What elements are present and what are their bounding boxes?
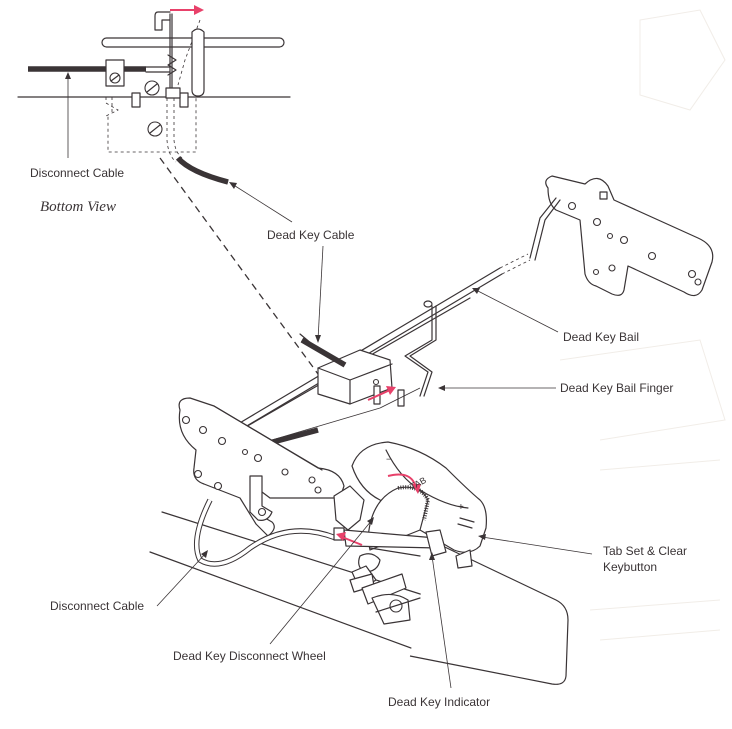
label-tab-set-clear-line1: Tab Set & Clear [603, 544, 688, 558]
leader-dead-key-bail [475, 289, 559, 333]
leader-dead-key-cable-main [317, 245, 324, 341]
inset-u-link [191, 28, 205, 97]
cable-motion-arrow [341, 536, 363, 546]
label-dead-key-disconnect-wheel: Dead Key Disconnect Wheel [173, 649, 326, 663]
label-tab-set-clear-line2: Keybutton [603, 560, 658, 574]
projection-line [159, 157, 319, 375]
leader-dead-key-cable-inset [231, 183, 293, 223]
disconnect-cable-main [193, 498, 338, 567]
label-dead-key-bail: Dead Key Bail [563, 330, 640, 344]
leader-dead-key-indicator [431, 555, 452, 689]
keybutton-plus-mark: + [458, 502, 464, 513]
keybutton-minus-mark: − [386, 454, 391, 464]
dead-key-bail-finger [404, 300, 437, 397]
label-dead-key-bail-finger: Dead Key Bail Finger [560, 381, 674, 395]
inset-title: Bottom View [40, 199, 116, 215]
base-lever [149, 511, 569, 685]
inset-dead-key-cable [175, 156, 229, 185]
label-dead-key-cable: Dead Key Cable [267, 228, 355, 242]
leader-tab-set-clear [481, 536, 593, 555]
switch-motion-arrow [367, 389, 391, 401]
leader-lines [65, 72, 593, 689]
leader-disconnect-wheel [269, 519, 373, 645]
switch-block [317, 349, 405, 407]
inset-hidden-bracket [105, 97, 197, 153]
leader-disconnect-cable-bottom [156, 552, 207, 607]
paper-bleed-through [559, 9, 726, 641]
label-disconnect-cable-top: Disconnect Cable [30, 166, 125, 180]
inset-spring [167, 54, 177, 76]
square-hole [599, 191, 608, 200]
left-bracket-plate [178, 397, 345, 537]
label-dead-key-indicator: Dead Key Indicator [388, 695, 491, 709]
inset-hook [154, 11, 171, 31]
indicator-assembly [333, 485, 473, 625]
bottom-view-inset [17, 5, 291, 185]
right-bracket-plate [545, 175, 714, 297]
label-disconnect-cable-bottom: Disconnect Cable [50, 599, 145, 613]
